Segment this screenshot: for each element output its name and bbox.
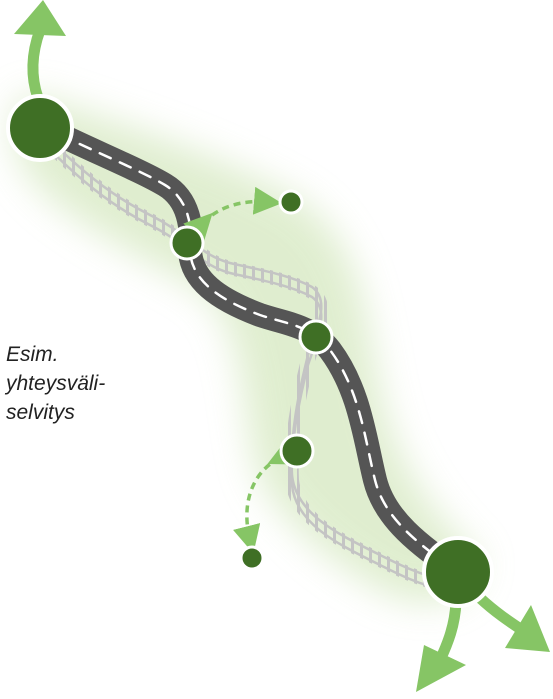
local-link-connector-lower xyxy=(233,439,299,554)
through-traffic-arrow-north xyxy=(14,0,66,104)
main-node-northwest xyxy=(6,94,74,162)
stop-node-3 xyxy=(279,433,315,469)
caption-line-1: Esim. xyxy=(6,343,59,366)
local-node-east xyxy=(278,189,304,215)
local-link-connector-upper xyxy=(183,186,282,243)
main-node-southeast xyxy=(422,536,494,608)
local-node-south xyxy=(239,545,265,571)
caption-line-2: yhteysväli- xyxy=(6,372,106,395)
stop-node-1 xyxy=(169,225,205,261)
diagram-caption: Esim. yhteysväli- selvitys xyxy=(6,340,105,427)
through-traffic-arrow-southeast xyxy=(474,592,550,652)
stop-node-2 xyxy=(298,319,334,355)
road xyxy=(28,113,470,584)
through-traffic-arrow-south xyxy=(416,596,466,692)
caption-line-3: selvitys xyxy=(6,401,75,424)
